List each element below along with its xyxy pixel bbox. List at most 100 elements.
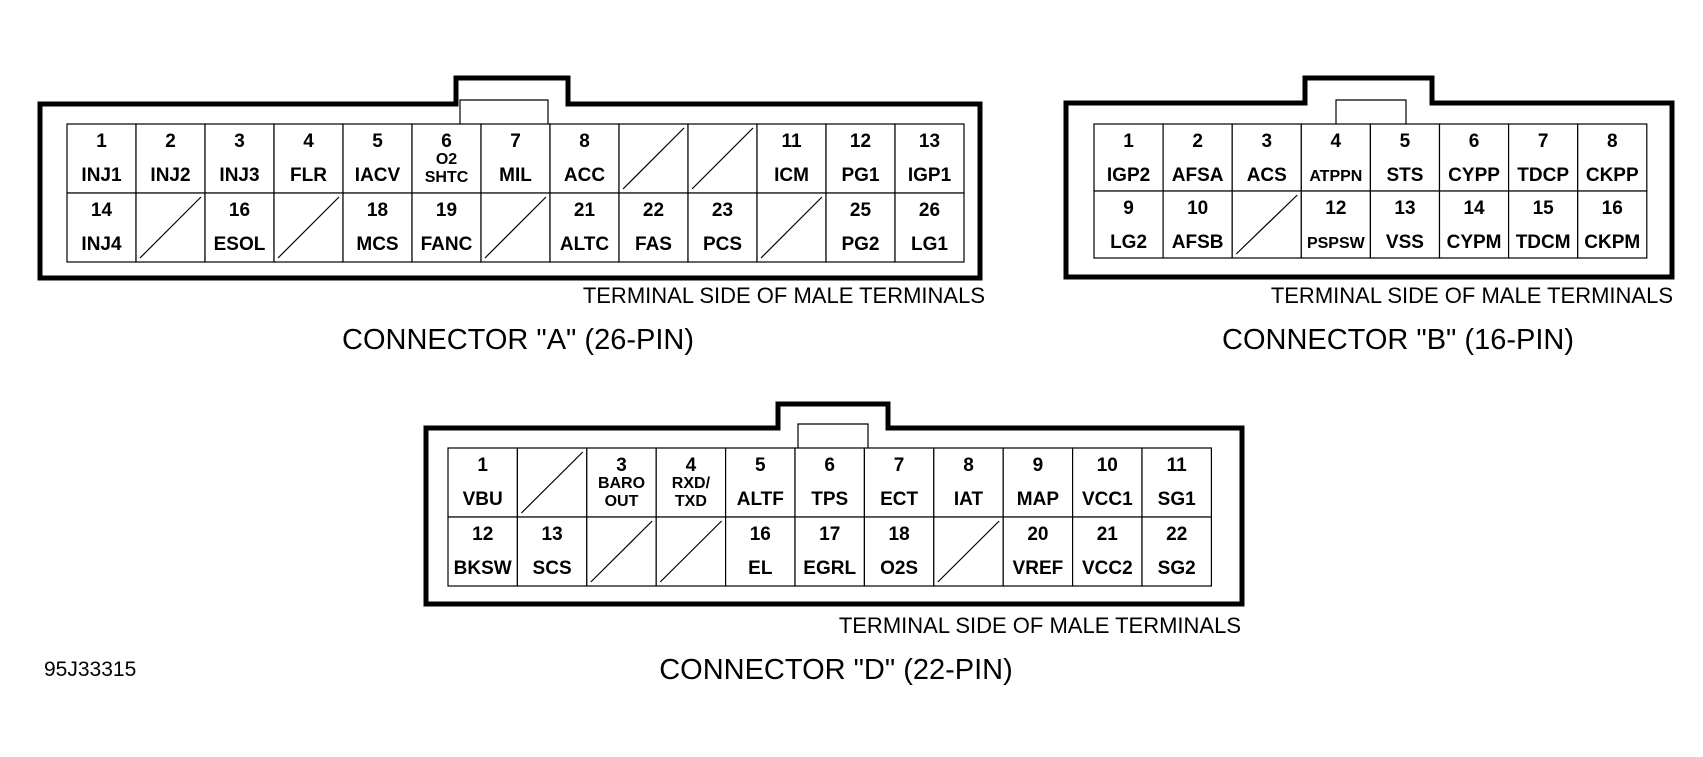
pin-number: 4	[686, 455, 697, 476]
connector-b-title: CONNECTOR "B" (16-PIN)	[1222, 324, 1574, 356]
pin-number: 15	[1533, 198, 1555, 219]
pin-label: VBU	[463, 489, 503, 510]
cell-border	[66, 192, 137, 263]
pin-label: EGRL	[803, 558, 856, 579]
connector-housing	[423, 401, 1245, 607]
connector-key	[797, 423, 869, 448]
pin-label: TDCM	[1516, 232, 1571, 253]
empty-cavity	[933, 516, 1004, 587]
pin-number: 12	[1325, 198, 1346, 219]
pin-label: IAT	[954, 489, 984, 510]
pin-number: 16	[1602, 198, 1623, 219]
pin-label: TPS	[811, 489, 848, 510]
pin-number: 21	[1097, 524, 1119, 545]
empty-cavity	[618, 123, 689, 194]
pin-number: 23	[712, 200, 733, 221]
pin-label: ACC	[564, 165, 605, 186]
cell-border	[825, 192, 896, 263]
slash-mark	[937, 520, 1000, 583]
cell-border	[1071, 447, 1143, 518]
pin-label: IACV	[355, 165, 401, 186]
slash-mark	[691, 127, 754, 190]
pin-label: PCS	[703, 234, 742, 255]
pin-label: ESOL	[214, 234, 266, 255]
pin-label: FLR	[290, 165, 327, 186]
pin-label: IGP1	[908, 165, 952, 186]
pin-number: 5	[1400, 131, 1411, 152]
pin-label: PG1	[841, 165, 879, 186]
pin-number: 10	[1097, 455, 1118, 476]
pin-number: 9	[1033, 455, 1044, 476]
pin-label: ECT	[880, 489, 918, 510]
connector-key	[459, 99, 549, 124]
cell-border	[1438, 123, 1510, 192]
pin-label: CKPP	[1586, 165, 1639, 186]
pin-number: 14	[91, 200, 113, 221]
pin-number: 4	[1331, 131, 1342, 152]
pin-label: ALTC	[560, 234, 610, 255]
empty-cavity	[516, 447, 588, 518]
pin-number: 11	[781, 131, 802, 152]
pin-number: 1	[1123, 131, 1134, 152]
pin-number: 1	[477, 455, 488, 476]
pin-number: 22	[1166, 524, 1187, 545]
cell-border	[1093, 190, 1164, 259]
cell-border	[1141, 516, 1213, 587]
pin-label: VREF	[1013, 558, 1064, 579]
pin-label: LG1	[911, 234, 948, 255]
pin-label: VSS	[1386, 232, 1424, 253]
cell-border	[894, 192, 965, 263]
connector-housing	[1063, 75, 1675, 280]
connector-housing	[37, 75, 983, 281]
connector-d-subtitle: TERMINAL SIDE OF MALE TERMINALS	[839, 613, 1241, 638]
slash-mark	[484, 196, 547, 259]
slash-mark	[139, 196, 202, 259]
cell-border	[135, 123, 206, 194]
cell-border	[1577, 123, 1648, 192]
pin-label: TDCP	[1517, 165, 1569, 186]
empty-cavity	[135, 192, 206, 263]
pin-label: O2	[436, 151, 457, 168]
pin-label: OUT	[605, 493, 639, 510]
pin-number: 8	[1607, 131, 1618, 152]
cell-border	[549, 192, 620, 263]
pin-label: MAP	[1017, 489, 1060, 510]
pin-label: ALTF	[737, 489, 784, 510]
pin-label: MIL	[499, 165, 532, 186]
pin-label: EL	[748, 558, 773, 579]
pin-number: 10	[1187, 198, 1208, 219]
empty-cavity	[756, 192, 827, 263]
pin-number: 3	[234, 131, 245, 152]
pin-label: CYPP	[1448, 165, 1500, 186]
pin-number: 2	[165, 131, 176, 152]
pin-number: 16	[229, 200, 250, 221]
empty-cavity	[687, 123, 758, 194]
pin-number: 6	[824, 455, 835, 476]
pin-label: FAS	[635, 234, 672, 255]
pin-label: INJ3	[219, 165, 259, 186]
pin-number: 2	[1192, 131, 1203, 152]
